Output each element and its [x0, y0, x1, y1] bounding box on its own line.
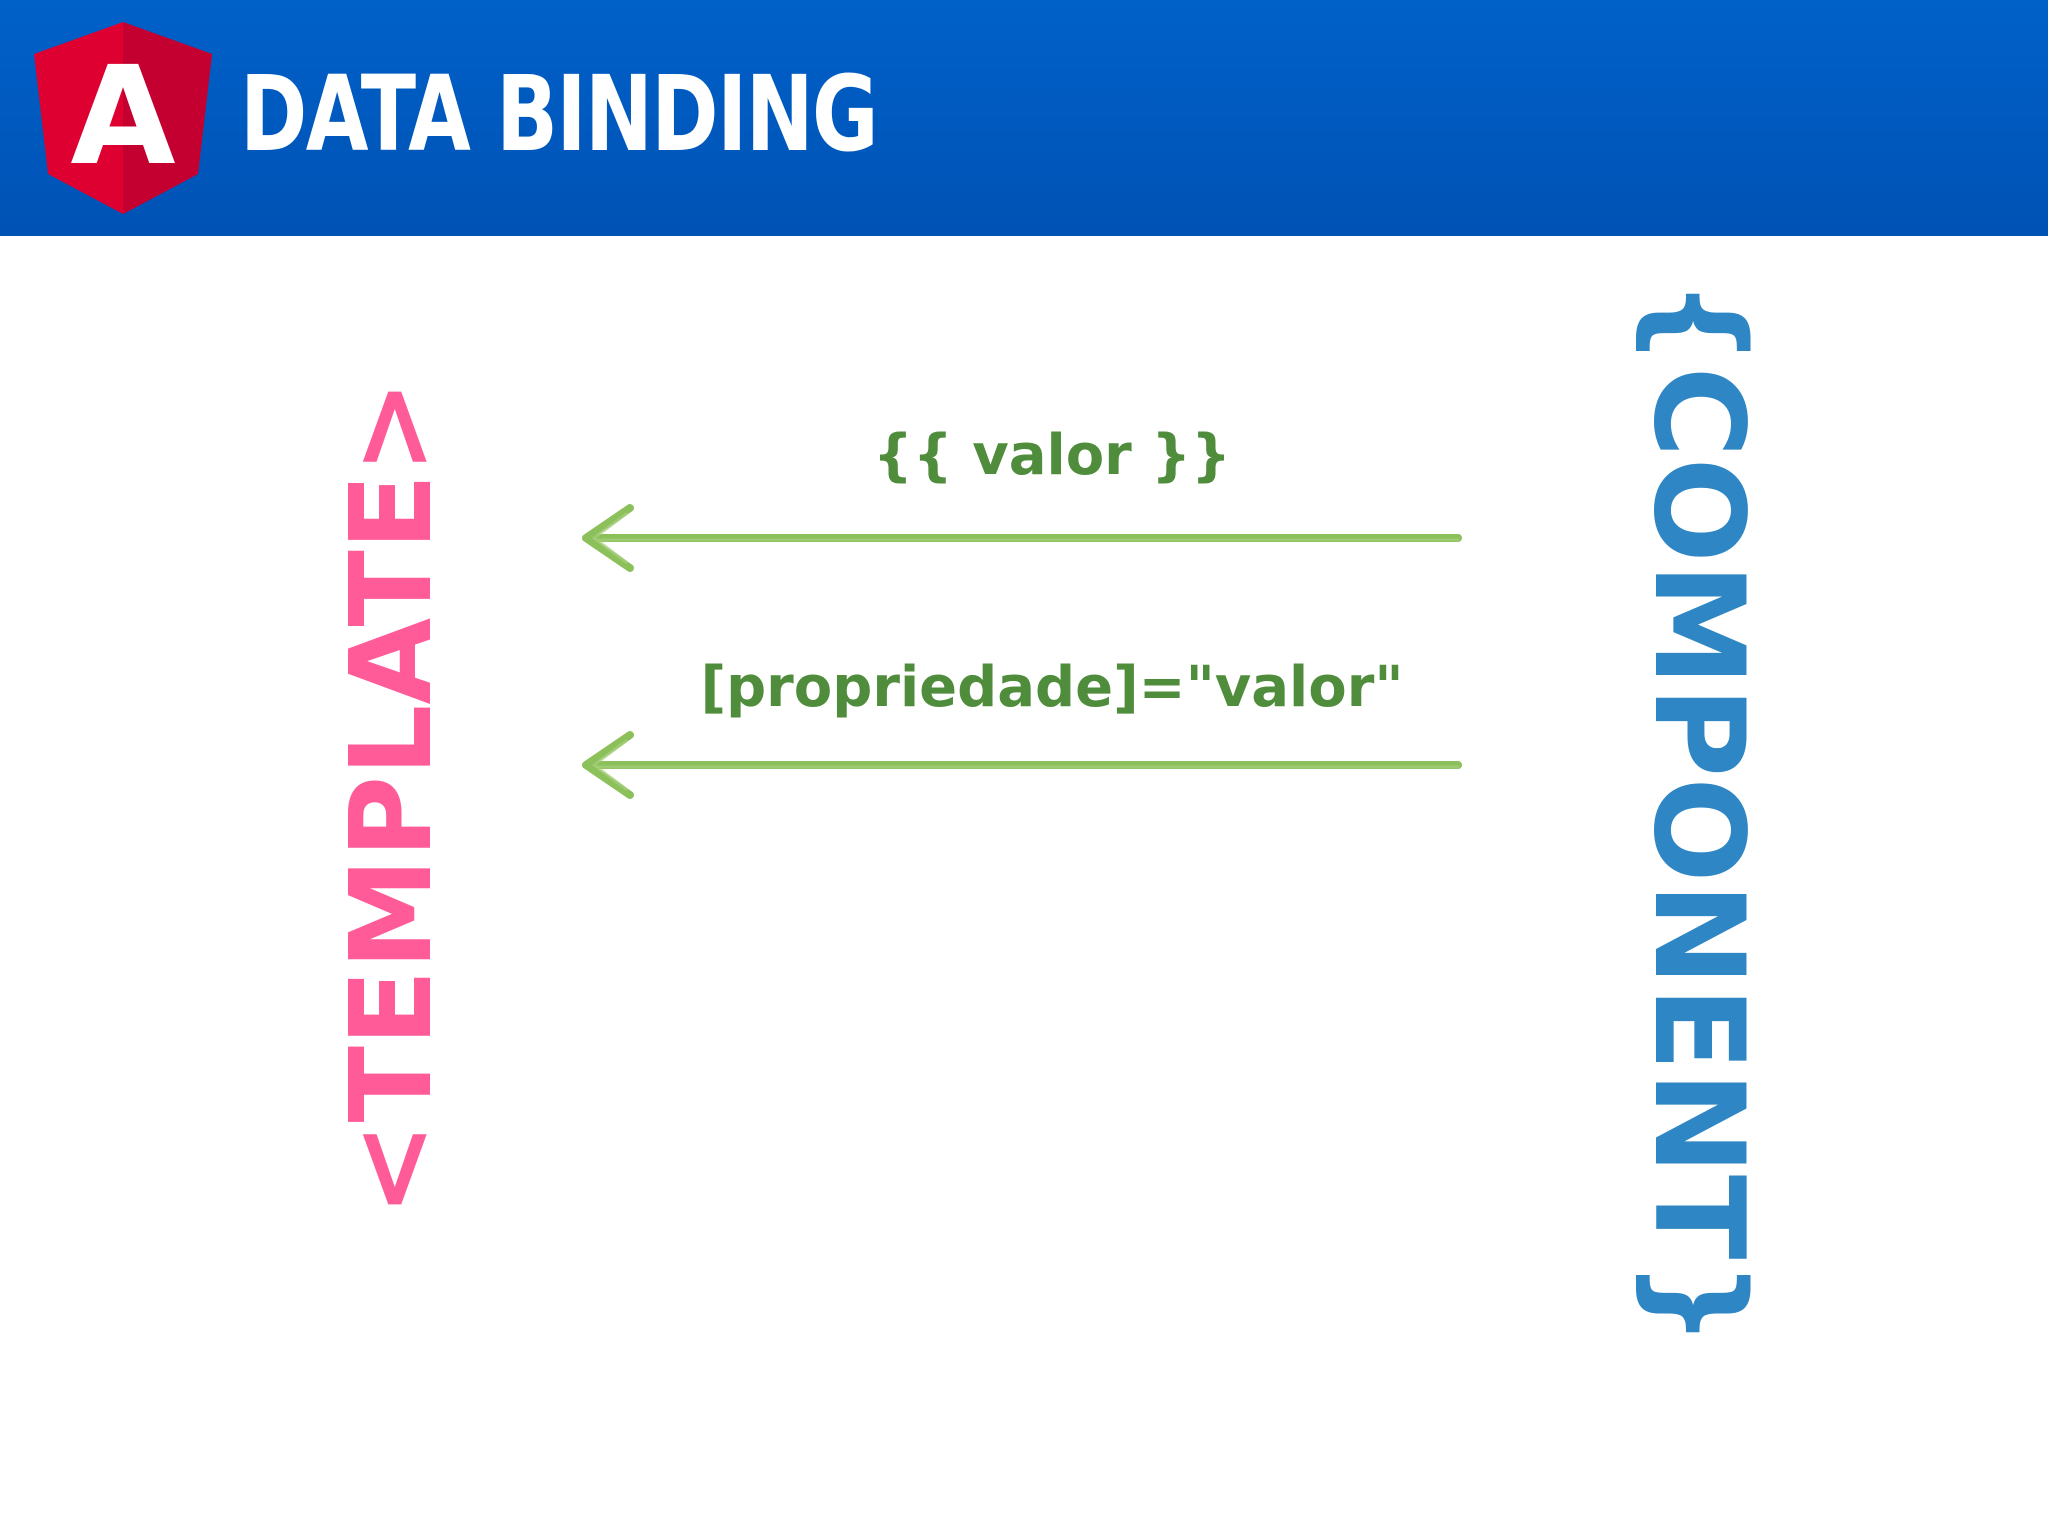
header-bar: A DATA BINDING	[0, 0, 2048, 236]
template-label: <TEMPLATE>	[327, 379, 457, 1217]
interpolation-arrow-icon	[582, 504, 1462, 572]
component-label: {COMPONENT}	[1626, 278, 1770, 1348]
logo-letter: A	[70, 38, 175, 196]
interpolation-binding-label: {{ valor }}	[872, 423, 1232, 488]
page-title: DATA BINDING	[240, 53, 879, 175]
angular-logo-icon: A	[34, 22, 212, 214]
property-binding-label: [propriedade]="valor"	[700, 655, 1404, 720]
property-binding-arrow-icon	[582, 731, 1462, 799]
